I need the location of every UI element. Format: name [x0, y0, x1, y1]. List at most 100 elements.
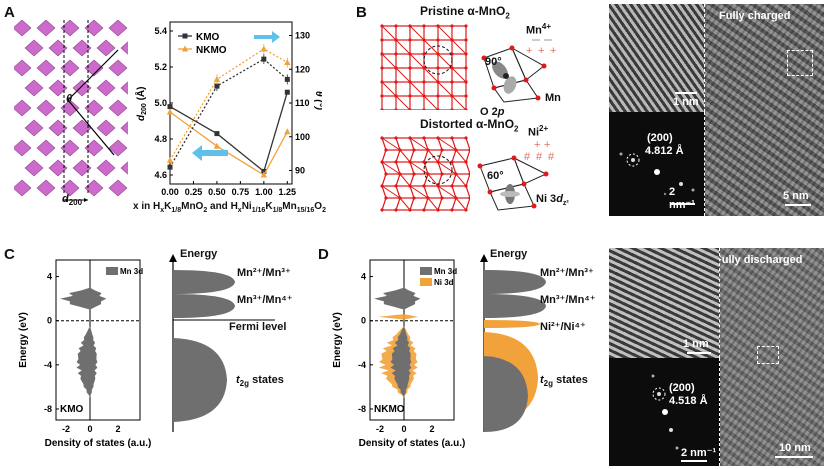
theta-label-a: θ [66, 93, 73, 105]
lattice-atom [464, 136, 468, 140]
mn4-label: Mn4+ [526, 22, 551, 37]
band-t2g-mn [484, 356, 528, 432]
lattice-bond [423, 185, 429, 199]
lattice-bond [451, 197, 457, 211]
lattice-atom [408, 66, 412, 70]
energy-diagram-c [169, 254, 275, 432]
lattice-atom [408, 208, 412, 212]
tunnel-void [66, 175, 74, 181]
lattice-atom [398, 148, 402, 152]
lattice-bond [427, 197, 439, 211]
pristine-title-text: Pristine α-MnO [420, 4, 506, 18]
lattice-bond [381, 25, 397, 41]
lattice-atom [408, 160, 412, 164]
lattice-bond [465, 197, 470, 211]
t2g-label-c: t2g states [236, 374, 284, 388]
lattice-bond [381, 137, 387, 151]
lattice-atom [394, 108, 398, 110]
band-mid-label-c: Mn³⁺/Mn⁴⁺ [237, 294, 293, 306]
lattice-bond [409, 137, 415, 151]
o2p-italic: p [497, 106, 505, 118]
legend-label-ni3d: Ni 3d [434, 278, 454, 287]
tunnel-void [42, 95, 50, 101]
dos-xtick-label: -2 [62, 424, 70, 434]
lattice-bond [437, 53, 453, 69]
chart-a-xlabel-part: K [164, 201, 172, 212]
scale-label-main-f: 10 nm [779, 442, 811, 454]
lattice-atom [394, 66, 398, 70]
dos-xlabel: Density of states (a.u.) [359, 438, 466, 449]
tunnel-void [102, 75, 110, 81]
lattice-atom [464, 24, 468, 28]
chart-a-xtick-label: 1.00 [255, 187, 273, 197]
tem-main-lattice-f [704, 248, 824, 466]
fft-d-f: 4.518 Å [669, 395, 708, 407]
dos-ylabel: Energy (eV) [332, 312, 343, 368]
panel-letter-c: C [4, 246, 15, 263]
d200-arrow-right-head [84, 198, 88, 202]
dos-band [60, 287, 107, 310]
chart-a-ylabel-right: θ (°) [313, 91, 322, 111]
tunnel-void [114, 135, 122, 141]
d200-subscript: 200 [68, 198, 83, 208]
t2g-letter-d: t [540, 374, 544, 386]
chart-a-point [166, 156, 174, 163]
tunnel-void [78, 155, 86, 161]
tunnel-void [126, 35, 128, 41]
tem-image-e: Fully charged 1 nm (200) 4.812 Å 2 nm⁻¹ … [609, 4, 824, 216]
lattice-bond [423, 95, 439, 110]
lattice-atom [422, 80, 426, 84]
dos-band [76, 326, 98, 398]
lattice-atom [436, 38, 440, 42]
lattice-bond [451, 149, 457, 163]
crystal-structure-a [14, 20, 128, 210]
lattice-bond [395, 95, 411, 110]
lattice-bond [395, 185, 401, 199]
zoom-box-f [757, 346, 779, 364]
theta-line-2 [67, 99, 115, 156]
lattice-bond [381, 185, 387, 199]
svg-text:#: # [536, 151, 543, 163]
energy-title-d: Energy [490, 248, 528, 260]
lattice-atom [408, 38, 412, 42]
chart-a-ytick-left-label: 5.4 [154, 26, 167, 36]
distorted-title-text: Distorted α-MnO [420, 117, 515, 131]
t2g-sub-d: 2g [543, 379, 554, 389]
lattice-bond [451, 185, 457, 199]
octahedron-tile [108, 139, 128, 157]
hrtem-fringes-e [609, 4, 704, 112]
fft-pattern-f [651, 374, 679, 450]
lattice-atom [468, 196, 470, 200]
lattice-atom [380, 160, 384, 164]
fft-inset-e: (200) 4.812 Å 2 nm⁻¹ [609, 112, 705, 216]
svg-text:+: + [544, 139, 550, 151]
lattice-bond [455, 173, 467, 187]
lattice-atom [464, 108, 468, 110]
panel-letter-d: D [318, 246, 329, 263]
octahedron-tile [96, 79, 116, 97]
dos-band [390, 326, 412, 398]
dos-ytick-label: 4 [361, 272, 366, 282]
lattice-bond [437, 137, 457, 151]
lattice-atom [422, 52, 426, 56]
octahedron-tile [108, 20, 128, 37]
lattice-bond [381, 197, 387, 211]
lattice-atom [380, 66, 384, 70]
lattice-atom [436, 66, 440, 70]
chart-a-series-line [169, 111, 288, 176]
chart-a-xtick-label: 0.00 [161, 187, 179, 197]
chart-a-xlabel-part: Mn [282, 201, 297, 212]
lattice-bond [455, 197, 467, 211]
lattice-bond [409, 185, 429, 199]
lattice-bond [437, 81, 453, 97]
octahedron-tile [14, 139, 32, 157]
tunnel-void [114, 175, 122, 181]
octahedron-tile [14, 99, 32, 117]
svg-text:+: + [550, 45, 556, 57]
dos-ytick-label: -4 [358, 360, 366, 370]
octahedron-tile [108, 59, 128, 77]
lattice-bond [437, 25, 453, 41]
chart-a-xtick-label: 1.25 [279, 187, 297, 197]
octahedron-tile [96, 39, 116, 57]
ni3d-label: Ni 3dz² [536, 193, 569, 207]
